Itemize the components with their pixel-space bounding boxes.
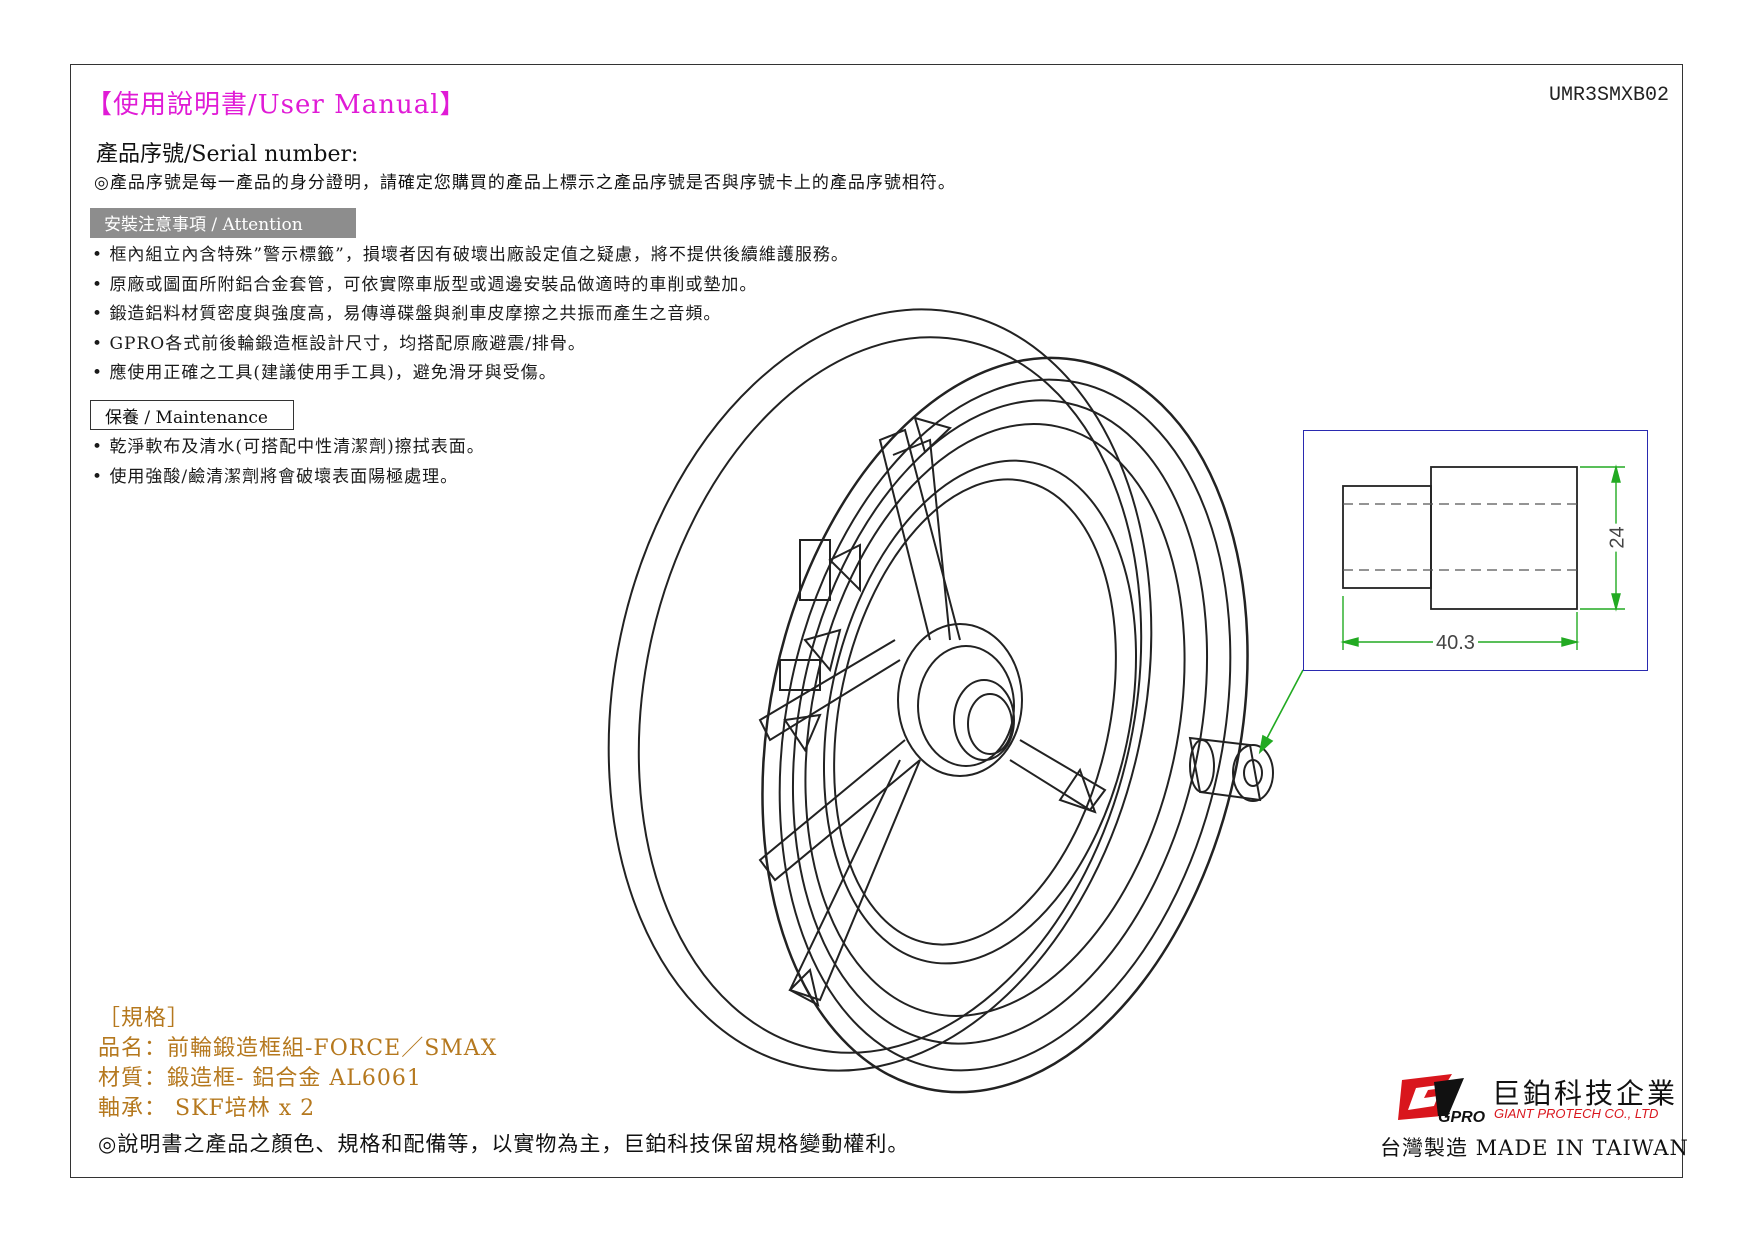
attention-list: 框內組立內含特殊”警示標籤”，損壞者因有破壞出廠設定值之疑慮，將不提供後續維護服… xyxy=(92,240,849,388)
disclaimer: ◎說明書之產品之顏色、規格和配備等，以實物為主，巨鉑科技保留規格變動權利。 xyxy=(98,1132,910,1156)
dimension-length: 40.3 xyxy=(1433,632,1478,655)
attention-heading: 安裝注意事項 / Attention xyxy=(90,208,356,238)
made-in-label: 台灣製造 MADE IN TAIWAN xyxy=(1380,1136,1689,1160)
page-frame xyxy=(70,64,1683,1178)
specifications: ［規格］ 品名：前輪鍛造框組-FORCE／SMAX 材質：鍛造框- 鋁合金 AL… xyxy=(98,1004,497,1124)
company-name-cn: 巨鉑科技企業 xyxy=(1492,1077,1679,1110)
list-item: 使用強酸/鹼清潔劑將會破壞表面陽極處理。 xyxy=(92,462,485,492)
gpro-logo-icon: GPRO xyxy=(1398,1074,1486,1124)
spec-bearing: 軸承： SKF培林 x 2 xyxy=(98,1096,316,1121)
spec-material: 材質：鍛造框- 鋁合金 AL6061 xyxy=(98,1066,422,1091)
maintenance-heading: 保養 / Maintenance xyxy=(90,400,294,430)
list-item: 原廠或圖面所附鋁合金套管，可依實際車版型或週邊安裝品做適時的車削或墊加。 xyxy=(92,270,849,300)
dimension-diameter: 24 xyxy=(1606,523,1630,552)
spec-name: 品名：前輪鍛造框組-FORCE／SMAX xyxy=(98,1036,498,1061)
list-item: 乾淨軟布及清水(可搭配中性清潔劑)擦拭表面。 xyxy=(92,432,485,462)
list-item: GPRO各式前後輪鍛造框設計尺寸，均搭配原廠避震/排骨。 xyxy=(92,329,849,359)
list-item: 應使用正確之工具(建議使用手工具)，避免滑牙與受傷。 xyxy=(92,358,849,388)
serial-number-label: 產品序號/Serial number: xyxy=(96,142,359,167)
serial-number-note: ◎產品序號是每一產品的身分證明，請確定您購買的產品上標示之產品序號是否與序號卡上… xyxy=(94,173,956,193)
list-item: 框內組立內含特殊”警示標籤”，損壞者因有破壞出廠設定值之疑慮，將不提供後續維護服… xyxy=(92,240,849,270)
page-title: 【使用說明書/User Manual】 xyxy=(86,90,467,120)
list-item: 鍛造鋁料材質密度與強度高，易傳導碟盤與剎車皮摩擦之共振而產生之音頻。 xyxy=(92,299,849,329)
maintenance-list: 乾淨軟布及清水(可搭配中性清潔劑)擦拭表面。 使用強酸/鹼清潔劑將會破壞表面陽極… xyxy=(92,432,485,491)
logo-text: GPRO xyxy=(1438,1109,1486,1124)
spec-heading: ［規格］ xyxy=(98,1006,191,1031)
company-name-en: GIANT PROTECH CO., LTD xyxy=(1494,1106,1659,1121)
document-code: UMR3SMXB02 xyxy=(1548,84,1669,107)
